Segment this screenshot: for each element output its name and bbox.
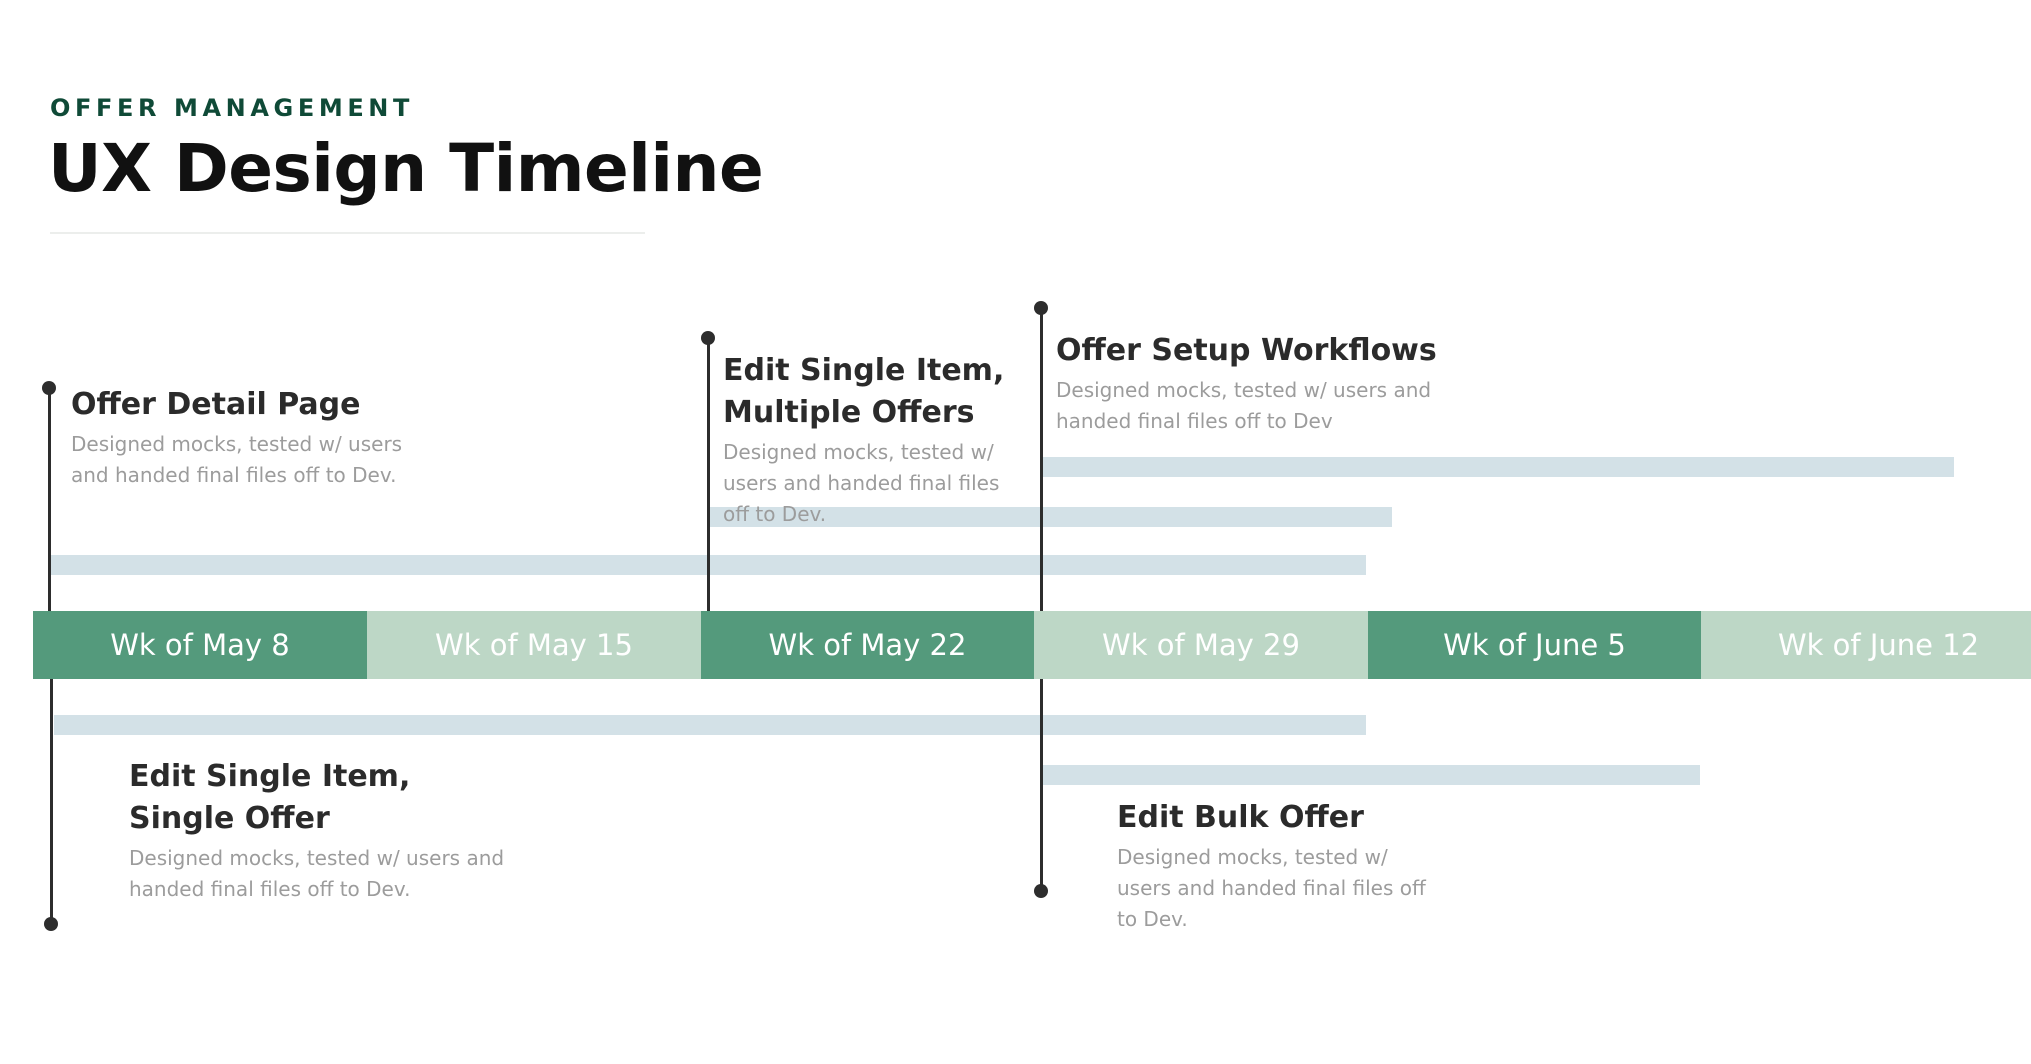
milestone-edit-single-item-multiple-offers: Edit Single Item, Multiple Offers Design… xyxy=(723,350,1023,530)
milestone-title: Offer Setup Workflows xyxy=(1056,333,1437,368)
week-label: Wk of May 22 xyxy=(768,628,967,662)
week-label: Wk of June 12 xyxy=(1778,628,1980,662)
timeline-slide: OFFER MANAGEMENT UX Design Timeline Wk o… xyxy=(33,94,2031,935)
week-cell-may-29: Wk of May 29 xyxy=(1034,611,1368,679)
marker-line xyxy=(1040,308,1043,611)
milestone-title: Edit Single Item, Multiple Offers xyxy=(723,353,1005,430)
week-cell-june-12: Wk of June 12 xyxy=(1701,611,2031,679)
marker-line xyxy=(48,388,51,611)
marker-line xyxy=(50,679,53,924)
week-cell-june-5: Wk of June 5 xyxy=(1368,611,1701,679)
milestone-description: Designed mocks, tested w/ users and hand… xyxy=(129,846,505,901)
marker-line xyxy=(1040,679,1043,891)
marker-line xyxy=(707,338,710,611)
title-divider xyxy=(50,232,645,234)
week-label: Wk of May 15 xyxy=(435,628,633,662)
week-label: Wk of May 8 xyxy=(110,628,290,662)
milestone-edit-single-item-single-offer: Edit Single Item, Single Offer Designed … xyxy=(129,756,509,905)
progress-bar-offer-setup-workflows xyxy=(1041,457,1954,477)
milestone-offer-setup-workflows: Offer Setup Workflows Designed mocks, te… xyxy=(1056,330,1506,437)
week-cell-may-8: Wk of May 8 xyxy=(33,611,367,679)
week-label: Wk of May 29 xyxy=(1102,628,1300,662)
progress-bar-edit-bulk-offer xyxy=(1041,765,1700,785)
milestone-title: Edit Bulk Offer xyxy=(1117,800,1364,835)
milestone-title: Offer Detail Page xyxy=(71,387,361,422)
milestone-offer-detail-page: Offer Detail Page Designed mocks, tested… xyxy=(71,384,441,491)
milestone-description: Designed mocks, tested w/ users and hand… xyxy=(71,432,403,487)
marker-dot xyxy=(44,917,58,931)
milestone-description: Designed mocks, tested w/ users and hand… xyxy=(1056,378,1432,433)
week-row: Wk of May 8 Wk of May 15 Wk of May 22 Wk… xyxy=(33,611,2031,679)
week-label: Wk of June 5 xyxy=(1443,628,1626,662)
marker-dot xyxy=(1034,884,1048,898)
week-cell-may-15: Wk of May 15 xyxy=(367,611,701,679)
milestone-description: Designed mocks, tested w/ users and hand… xyxy=(723,440,1000,526)
milestone-description: Designed mocks, tested w/ users and hand… xyxy=(1117,845,1426,931)
progress-bar-edit-single-item-single-offer xyxy=(54,715,1366,735)
section-eyebrow: OFFER MANAGEMENT xyxy=(50,94,414,122)
page-title: UX Design Timeline xyxy=(48,130,764,207)
milestone-title: Edit Single Item, Single Offer xyxy=(129,759,411,836)
progress-bar-edit-single-item-multiple-offers xyxy=(708,507,1392,527)
milestone-edit-bulk-offer: Edit Bulk Offer Designed mocks, tested w… xyxy=(1117,797,1437,935)
week-cell-may-22: Wk of May 22 xyxy=(701,611,1034,679)
